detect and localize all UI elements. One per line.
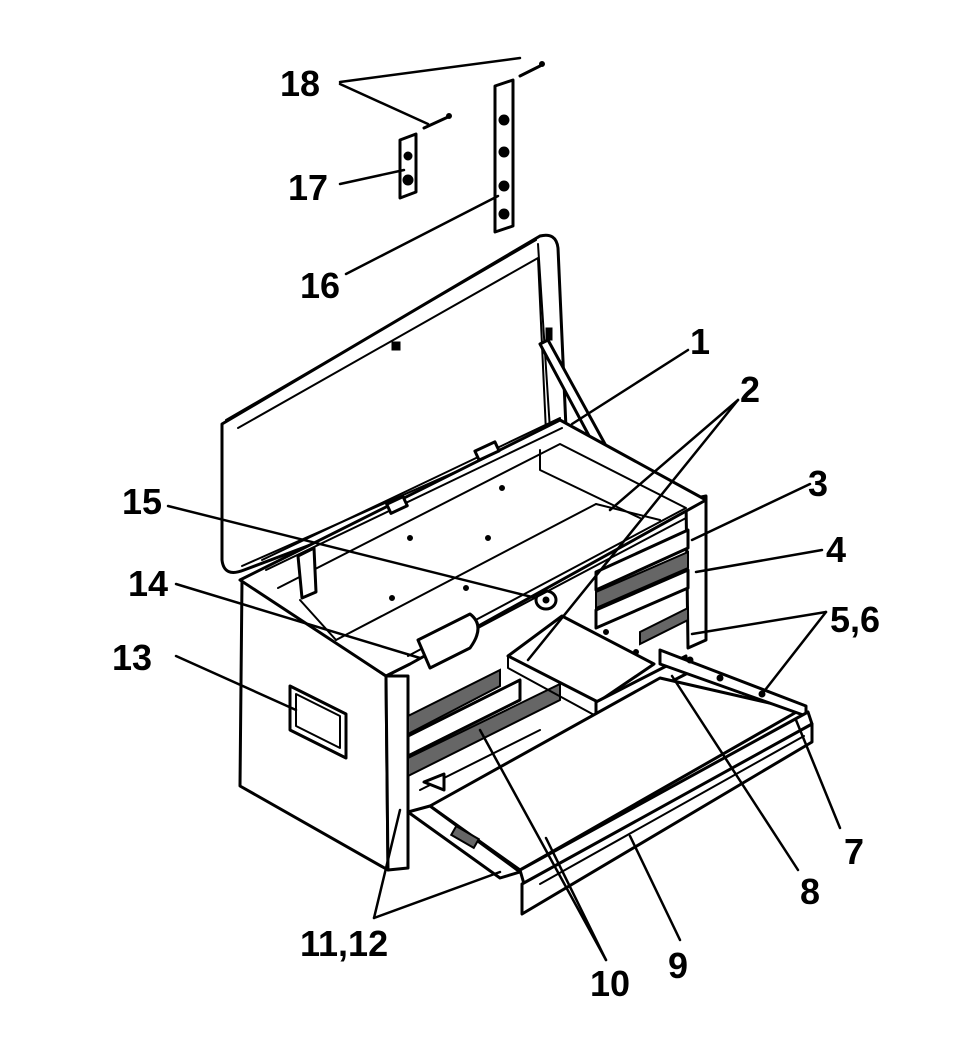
callout-7: 7 <box>844 831 864 872</box>
callout-16: 16 <box>300 265 340 306</box>
callout-8: 8 <box>800 871 820 912</box>
callout-9: 9 <box>668 945 688 986</box>
chest-body <box>238 417 708 872</box>
callout-10: 10 <box>590 963 630 1004</box>
callout-11-12: 11,12 <box>300 923 388 964</box>
callout-labels: 18 17 16 1 2 15 3 4 14 5,6 13 7 8 11,12 … <box>112 63 880 1004</box>
callout-2: 2 <box>740 369 760 410</box>
callout-15: 15 <box>122 481 162 522</box>
callout-5-6: 5,6 <box>830 599 880 640</box>
hinge-pin-parts <box>422 61 545 130</box>
callout-13: 13 <box>112 637 152 678</box>
drawer-cavity-slides <box>406 668 561 791</box>
long-hinge-strip-part <box>493 78 515 234</box>
callout-3: 3 <box>808 463 828 504</box>
callout-18: 18 <box>280 63 320 104</box>
right-drawer-stack <box>594 528 690 646</box>
large-open-drawer <box>406 648 814 916</box>
callout-4: 4 <box>826 529 846 570</box>
callout-14: 14 <box>128 563 168 604</box>
callout-1: 1 <box>690 321 710 362</box>
short-hinge-plate-part <box>398 132 418 200</box>
leader-lines <box>166 56 842 962</box>
callout-17: 17 <box>288 167 328 208</box>
